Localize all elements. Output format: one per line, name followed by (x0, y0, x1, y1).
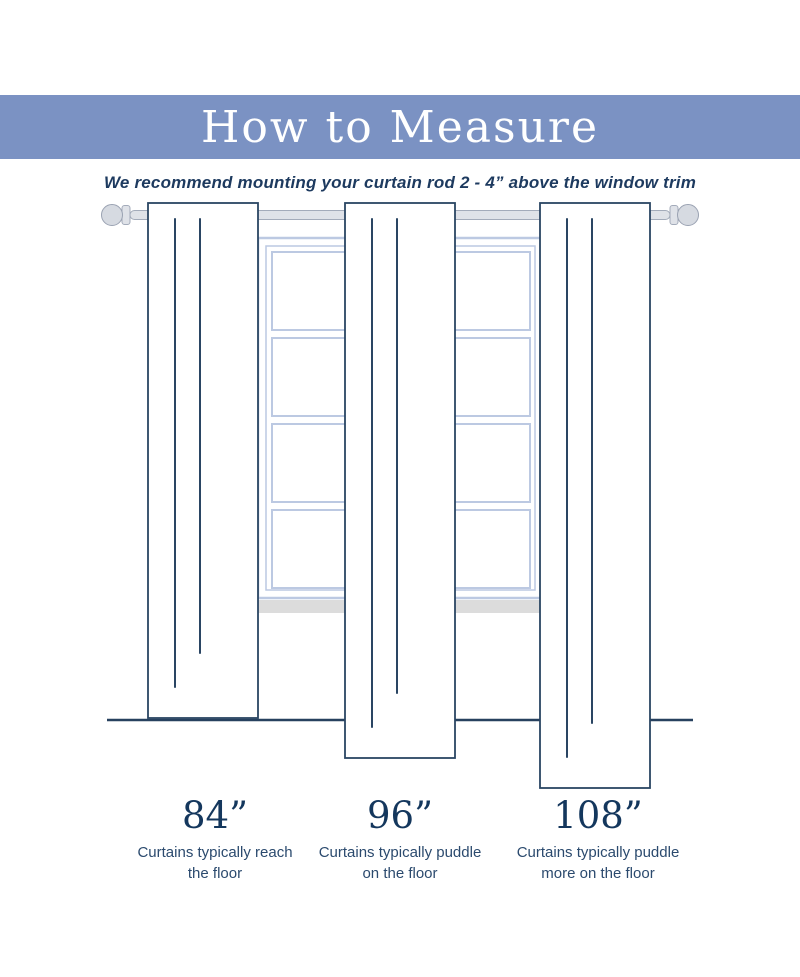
measurement-labels: 84” Curtains typically reach the floor 9… (0, 794, 800, 897)
rod-finial-left (101, 204, 123, 226)
curtain-panel-108 (539, 202, 651, 789)
curtain-panel-96 (344, 202, 456, 759)
size-description-84: Curtains typically reach the floor (137, 843, 293, 882)
size-label-108: 108” (553, 794, 643, 837)
rod-finial-right (677, 204, 699, 226)
curtain-illustration (101, 202, 699, 789)
size-label-96: 96” (367, 794, 433, 837)
header-banner: How to Measure (0, 95, 800, 159)
size-description-108: Curtains typically puddle more on the fl… (516, 843, 680, 882)
curtain-panel-84 (147, 202, 259, 719)
measurement-96: 96” Curtains typically puddle on the flo… (295, 794, 505, 884)
measurement-84: 84” Curtains typically reach the floor (110, 794, 320, 884)
rod-cap-right (669, 205, 679, 225)
size-description-96: Curtains typically puddle on the floor (318, 843, 482, 882)
mounting-recommendation-text: We recommend mounting your curtain rod 2… (103, 173, 697, 192)
page-title: How to Measure (201, 101, 599, 153)
size-label-84: 84” (182, 794, 248, 837)
measurement-108: 108” Curtains typically puddle more on t… (493, 794, 703, 884)
rod-cap-left (121, 205, 131, 225)
